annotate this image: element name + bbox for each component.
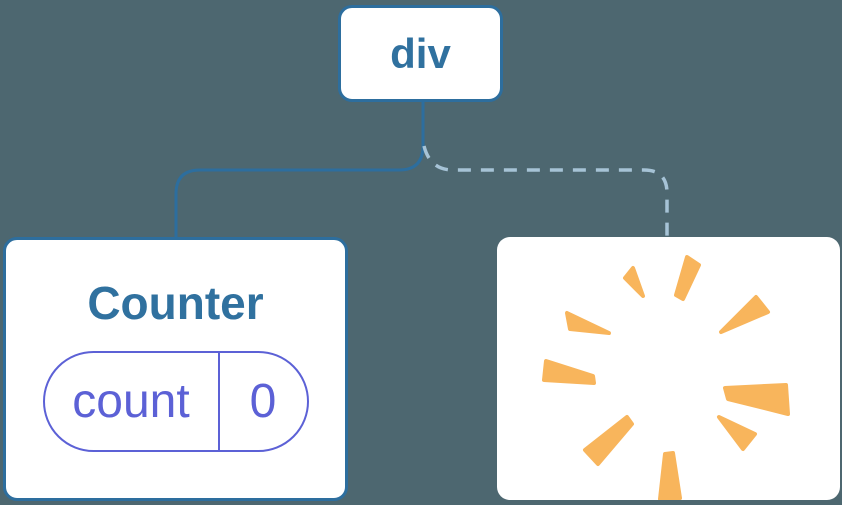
- connector-dashed-line: [422, 145, 669, 237]
- counter-title: Counter: [87, 277, 264, 329]
- connector-solid-line: [174, 100, 425, 238]
- state-key-label: count: [72, 374, 190, 428]
- node-div: div: [338, 5, 503, 102]
- state-pill: count 0: [42, 350, 309, 452]
- poof-burst-icon: [542, 255, 790, 500]
- node-removed: [497, 237, 840, 500]
- node-counter: Counter count 0: [3, 237, 348, 501]
- state-value-label: 0: [217, 352, 307, 450]
- node-div-label: div: [390, 29, 451, 77]
